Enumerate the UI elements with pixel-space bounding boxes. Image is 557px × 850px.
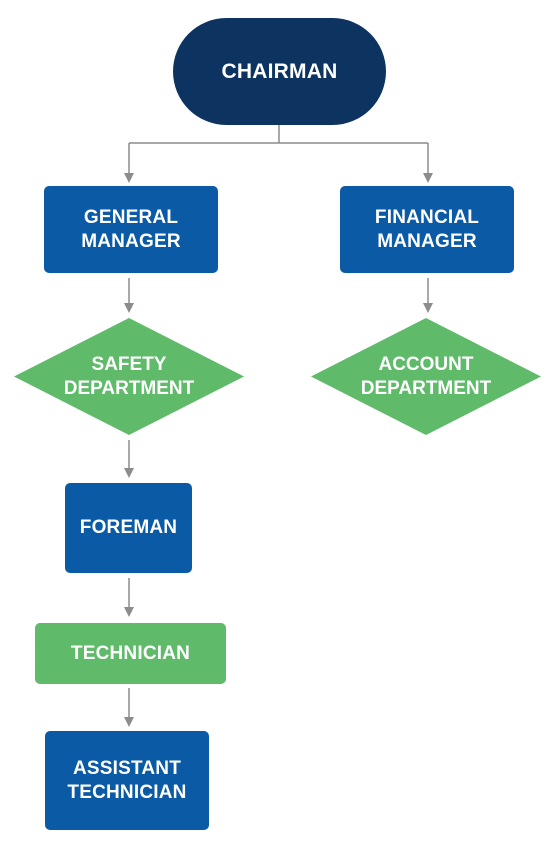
technician-label: TECHNICIAN [70, 642, 191, 664]
chairman-label: CHAIRMAN [221, 59, 338, 83]
account-department-diamond-shape [311, 318, 541, 435]
account-department-node: ACCOUNT DEPARTMENT [311, 318, 541, 435]
foreman-node: FOREMAN [65, 483, 192, 573]
general-manager-label-line2: MANAGER [81, 230, 181, 252]
assistant-technician-label-line2: TECHNICIAN [67, 781, 187, 803]
chairman-node: CHAIRMAN [173, 18, 386, 125]
safety-department-label-line1: SAFETY [91, 353, 167, 375]
technician-node: TECHNICIAN [35, 623, 226, 684]
general-manager-node: GENERAL MANAGER [44, 186, 218, 273]
account-department-label-line1: ACCOUNT [378, 353, 474, 375]
assistant-technician-label-line1: ASSISTANT [72, 757, 182, 779]
safety-department-diamond-shape [14, 318, 244, 435]
financial-manager-label-line2: MANAGER [377, 230, 477, 252]
general-manager-label-line1: GENERAL [83, 206, 179, 228]
safety-department-node: SAFETY DEPARTMENT [14, 318, 244, 435]
account-department-label-line2: DEPARTMENT [360, 377, 492, 399]
safety-department-label-line2: DEPARTMENT [63, 377, 195, 399]
financial-manager-node: FINANCIAL MANAGER [340, 186, 514, 273]
assistant-technician-node: ASSISTANT TECHNICIAN [45, 731, 209, 830]
financial-manager-label-line1: FINANCIAL [374, 206, 480, 228]
foreman-label: FOREMAN [79, 517, 178, 538]
